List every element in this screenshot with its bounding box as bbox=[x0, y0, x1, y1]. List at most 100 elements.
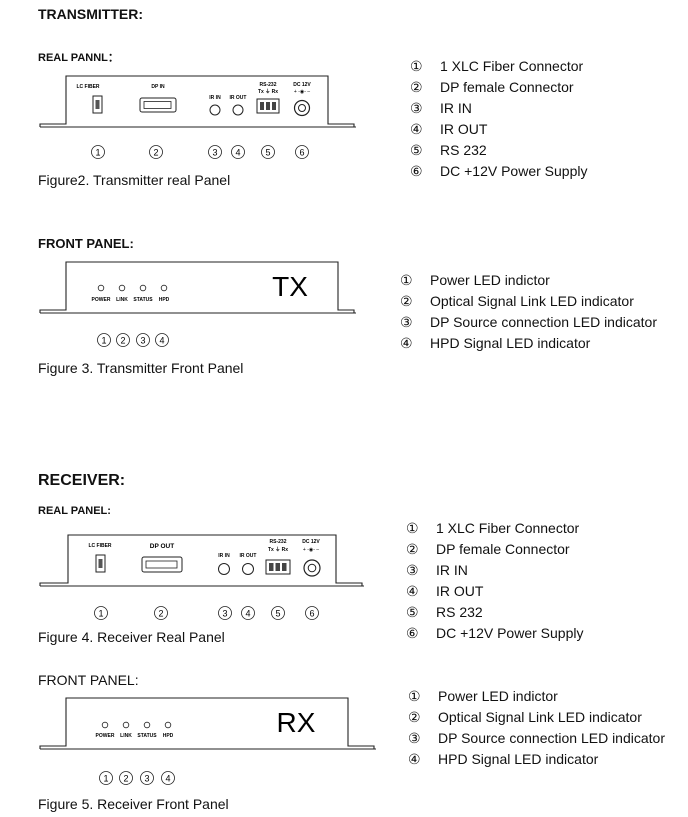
rs232-label: RS-232 bbox=[260, 82, 277, 88]
callout-2: 2 bbox=[123, 774, 128, 784]
figure-3-caption: Figure 3. Transmitter Front Panel bbox=[38, 360, 244, 376]
ir-out-jack bbox=[242, 563, 254, 575]
callout-1: 1 bbox=[98, 609, 103, 619]
rx-badge: RX bbox=[277, 707, 316, 738]
callout-1: 1 bbox=[95, 148, 100, 158]
led-label-status: STATUS bbox=[137, 733, 157, 739]
lc-fiber-port bbox=[92, 95, 103, 114]
receiver-front-panel-diagram: POWER LINK STATUS HPD RX 1 2 3 4 bbox=[39, 697, 376, 785]
status-led bbox=[139, 284, 147, 292]
figure-2-caption: Figure2. Transmitter real Panel bbox=[38, 172, 231, 188]
lc-fiber-label: LC FIBER bbox=[88, 543, 111, 549]
callout-1: 1 bbox=[101, 336, 106, 346]
ir-in-jack bbox=[209, 104, 221, 116]
callout-3: 3 bbox=[222, 609, 227, 619]
dp-label: DP IN bbox=[151, 84, 165, 90]
callout-2: 2 bbox=[153, 148, 158, 158]
dc-jack bbox=[293, 99, 311, 117]
callout-3: 3 bbox=[144, 774, 149, 784]
receiver-real-panel-diagram: LC FIBER DP OUT IR IN IR OUT RS-232 Tx ⏚… bbox=[39, 534, 364, 620]
rs232-pins-label: Tx ⏚ Rx bbox=[268, 546, 288, 553]
led-label-link: LINK bbox=[120, 733, 132, 739]
power-led bbox=[101, 721, 109, 729]
power-led bbox=[97, 284, 105, 292]
dc-jack bbox=[303, 559, 321, 577]
callout-5: 5 bbox=[275, 609, 280, 619]
led-label-status: STATUS bbox=[133, 297, 153, 303]
rs232-pin-rx bbox=[272, 102, 276, 110]
callout-markers: 1 2 3 4 5 6 bbox=[91, 145, 309, 159]
ir-out-label: IR OUT bbox=[230, 95, 247, 101]
rs232-pin-tx bbox=[260, 102, 264, 110]
rs232-pin-rx bbox=[282, 563, 287, 571]
status-led bbox=[143, 721, 151, 729]
rs232-label: RS-232 bbox=[270, 539, 287, 545]
receiver-heading: RECEIVER: bbox=[38, 472, 126, 489]
callout-2: 2 bbox=[158, 609, 163, 619]
rs232-pins-label: Tx ⏚ Rx bbox=[258, 88, 278, 95]
callout-2: 2 bbox=[120, 336, 125, 346]
dc-polarity-symbol: + -◉- – bbox=[303, 547, 319, 553]
lc-fiber-port bbox=[95, 554, 106, 573]
receiver-real-panel-subheading: REAL PANEL: bbox=[38, 505, 111, 517]
led-label-hpd: HPD bbox=[159, 297, 170, 303]
ir-out-label: IR OUT bbox=[240, 553, 257, 559]
callout-6: 6 bbox=[299, 148, 304, 158]
rs232-terminal bbox=[265, 559, 291, 575]
callout-3: 3 bbox=[140, 336, 145, 346]
lc-fiber-core bbox=[95, 100, 100, 109]
led-label-hpd: HPD bbox=[163, 733, 174, 739]
callout-4: 4 bbox=[245, 609, 250, 619]
dp-port-inner bbox=[143, 101, 172, 109]
panel-outline bbox=[39, 75, 355, 127]
hpd-led bbox=[164, 721, 172, 729]
rs232-pin-gnd bbox=[266, 102, 270, 110]
dp-port bbox=[141, 556, 183, 573]
ir-in-jack bbox=[218, 563, 230, 575]
panel-outline bbox=[39, 261, 355, 313]
transmitter-heading: TRANSMITTER: bbox=[38, 6, 143, 22]
transmitter-front-panel-diagram: POWER LINK STATUS HPD TX 1 2 3 4 bbox=[39, 261, 356, 347]
callout-4: 4 bbox=[159, 336, 164, 346]
rs232-pin-gnd bbox=[275, 563, 280, 571]
figure-4-caption: Figure 4. Receiver Real Panel bbox=[38, 629, 225, 645]
link-led bbox=[122, 721, 130, 729]
lc-fiber-label: LC FIBER bbox=[76, 84, 99, 90]
dp-port-inner bbox=[145, 560, 178, 569]
rs232-pin-tx bbox=[269, 563, 274, 571]
callout-1: 1 bbox=[103, 774, 108, 784]
dp-label: DP OUT bbox=[150, 543, 174, 550]
dp-port bbox=[139, 97, 177, 113]
dc-polarity-symbol: + -◉- – bbox=[294, 89, 310, 95]
dc-jack-inner bbox=[307, 563, 317, 573]
transmitter-front-panel-subheading: FRONT PANEL: bbox=[38, 236, 134, 251]
dc-label: DC 12V bbox=[302, 539, 320, 545]
rs232-terminal bbox=[256, 98, 280, 114]
callout-3: 3 bbox=[212, 148, 217, 158]
ir-out-jack bbox=[232, 104, 244, 116]
tx-badge: TX bbox=[272, 271, 308, 302]
hpd-led bbox=[160, 284, 168, 292]
